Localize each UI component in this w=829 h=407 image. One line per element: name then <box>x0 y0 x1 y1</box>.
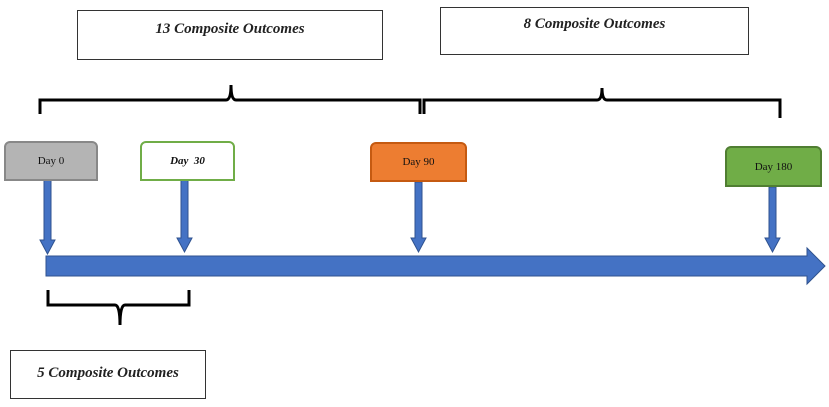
arrow-day-0 <box>39 179 56 256</box>
arrow-day-180 <box>764 186 781 254</box>
composite-box-5: 5 Composite Outcomes <box>10 350 206 399</box>
composite-label-5: 5 Composite Outcomes <box>37 365 179 381</box>
brace-top-right <box>422 87 782 118</box>
milestone-label-day-180: Day 180 <box>754 160 793 173</box>
milestone-day-0: Day 0 <box>4 141 98 181</box>
composite-label-13: 13 Composite Outcomes <box>155 21 305 37</box>
brace-bottom <box>46 290 191 326</box>
composite-box-13: 13 Composite Outcomes <box>77 10 383 60</box>
composite-box-8: 8 Composite Outcomes <box>440 7 749 55</box>
arrow-day-90 <box>410 181 427 254</box>
milestone-label-day-30: Day 30 <box>170 155 205 167</box>
milestone-label-day-90: Day 90 <box>402 156 435 168</box>
timeline-arrow <box>45 246 826 286</box>
milestone-day-180: Day 180 <box>725 146 822 187</box>
milestone-label-day-0: Day 0 <box>37 155 65 167</box>
milestone-day-30: Day 30 <box>140 141 235 181</box>
brace-top-left <box>38 84 422 114</box>
milestone-day-90: Day 90 <box>370 142 467 182</box>
arrow-day-30 <box>176 179 193 254</box>
composite-label-8: 8 Composite Outcomes <box>523 16 666 32</box>
